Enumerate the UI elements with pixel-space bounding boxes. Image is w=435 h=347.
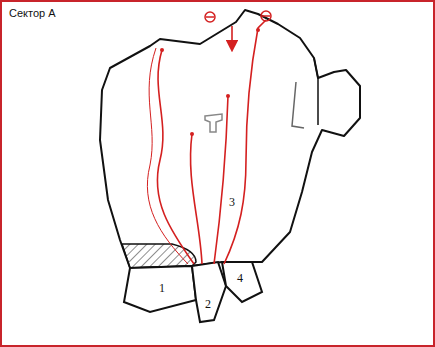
route-line [147, 48, 188, 264]
callout-number: 1 [158, 282, 166, 295]
callout-number: 4 [236, 272, 244, 285]
route-line [191, 134, 202, 264]
route-line [214, 96, 228, 264]
sector-title: Сектор А [9, 7, 56, 19]
callout-number: 3 [228, 196, 236, 209]
hatched-area [122, 244, 196, 268]
rock-crack [292, 82, 304, 128]
anchor-symbols [205, 11, 271, 22]
routes [147, 20, 266, 264]
boulder [192, 262, 226, 322]
route-line [157, 50, 194, 264]
callout-number: 2 [204, 298, 212, 311]
rock-outline [100, 10, 360, 268]
route-points [160, 28, 260, 136]
boulder [124, 266, 196, 312]
descent-arrow [231, 26, 233, 46]
boulder [222, 262, 262, 302]
route-line [224, 20, 266, 264]
grey-feature [205, 114, 222, 132]
rock-edge [314, 58, 318, 125]
